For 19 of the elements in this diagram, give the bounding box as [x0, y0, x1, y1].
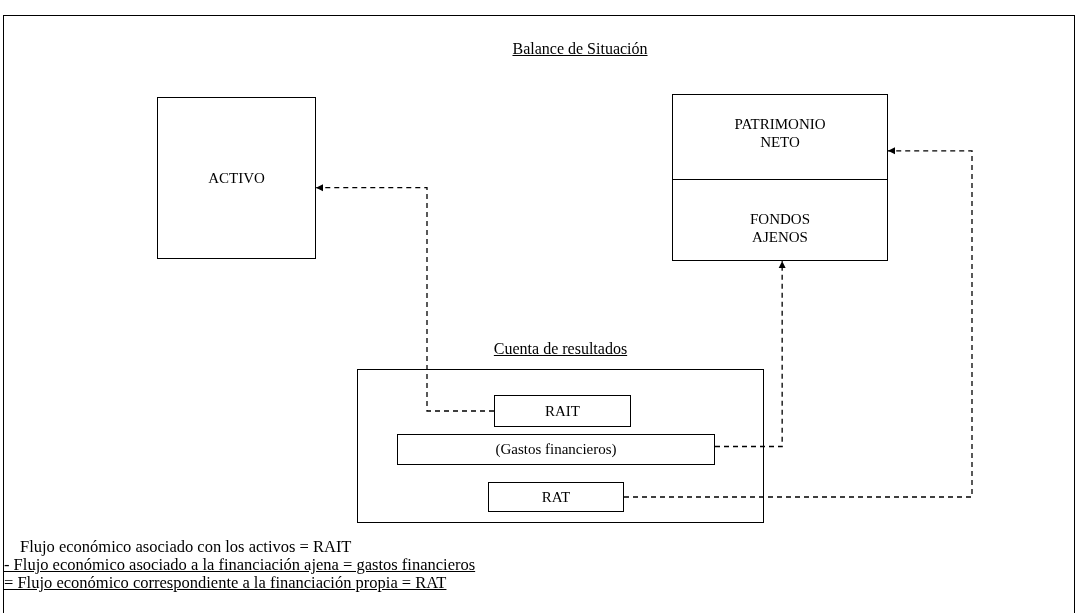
box-label: RAT	[540, 487, 572, 506]
result-box	[397, 434, 715, 465]
equation-line: Flujo económico asociado con los activos = RAIT	[20, 538, 352, 556]
dashed-arrow	[714, 260, 786, 448]
asset-box	[157, 97, 316, 259]
result-box	[494, 395, 631, 427]
dashed-arrow	[623, 147, 973, 498]
equation-line: = Flujo económico correspondiente a la financiación propia = RAT	[4, 574, 447, 592]
box-label: (Gastos financieros)	[494, 440, 618, 458]
box-label: PATRIMONIO NETO	[733, 114, 827, 151]
dashed-arrow	[315, 184, 495, 412]
result-box	[488, 482, 624, 512]
box-label: RAIT	[544, 401, 581, 420]
equity-liabilities-box	[672, 94, 888, 261]
diagram-title: Balance de Situación	[511, 40, 649, 58]
box-heading: Cuenta de resultados	[492, 340, 629, 358]
box-label: ACTIVO	[207, 168, 266, 187]
box-label: FONDOS AJENOS	[749, 210, 811, 247]
equation-line: - Flujo económico asociado a la financiación ajena = gastos financieros	[4, 556, 476, 574]
